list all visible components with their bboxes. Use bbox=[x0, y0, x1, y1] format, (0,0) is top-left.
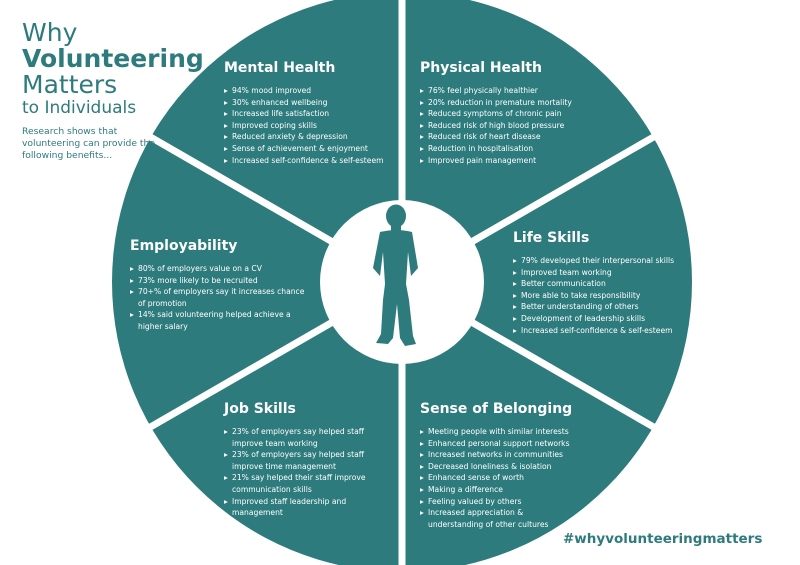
list-item: Development of leadership skills bbox=[513, 313, 674, 325]
segment-list: Meeting people with similar interests En… bbox=[420, 426, 572, 530]
list-item: Increased life satisfaction bbox=[224, 108, 384, 120]
title-to-individuals: to Individuals bbox=[22, 98, 137, 118]
list-item: 20% reduction in premature mortality bbox=[420, 97, 572, 109]
list-item: 80% of employers value on a CV bbox=[130, 263, 304, 275]
segment-list: 94% mood improved 30% enhanced wellbeing… bbox=[224, 85, 384, 166]
list-item: Making a difference bbox=[420, 484, 572, 496]
list-item: 70+% of employers say it increases chanc… bbox=[130, 286, 304, 309]
list-item: 30% enhanced wellbeing bbox=[224, 97, 384, 109]
segment-mental-health: Mental Health 94% mood improved 30% enha… bbox=[224, 60, 384, 166]
list-item: Reduced risk of high blood pressure bbox=[420, 120, 572, 132]
segment-sense-of-belonging: Sense of Belonging Meeting people with s… bbox=[420, 401, 572, 530]
segment-title: Mental Health bbox=[224, 60, 336, 76]
list-item: 94% mood improved bbox=[224, 85, 384, 97]
title-why: Why bbox=[22, 18, 78, 47]
hashtag: #whyvolunteeringmatters bbox=[563, 531, 763, 547]
list-item: Improved pain management bbox=[420, 155, 572, 167]
segment-list: 80% of employers value on a CV 73% more … bbox=[130, 263, 304, 333]
list-item: Reduced symptoms of chronic pain bbox=[420, 108, 572, 120]
segment-title: Sense of Belonging bbox=[420, 401, 573, 417]
list-item: Sense of achievement & enjoyment bbox=[224, 143, 384, 155]
list-item: Better understanding of others bbox=[513, 301, 674, 313]
list-item: 76% feel physically healthier bbox=[420, 85, 572, 97]
list-item: Reduced risk of heart disease bbox=[420, 131, 572, 143]
title-volunteering: Volunteering bbox=[22, 44, 204, 73]
list-item: 23% of employers say helped staff improv… bbox=[224, 449, 366, 472]
segment-job-skills: Job Skills 23% of employers say helped s… bbox=[224, 401, 366, 519]
list-item: Reduced anxiety & depression bbox=[224, 131, 384, 143]
list-item: Enhanced personal support networks bbox=[420, 438, 572, 450]
list-item: Increased appreciation & understanding o… bbox=[420, 507, 572, 530]
title-matters: Matters bbox=[22, 70, 118, 99]
list-item: Enhanced sense of worth bbox=[420, 472, 572, 484]
person-silhouette-icon bbox=[373, 204, 418, 346]
title-block: Why Volunteering Matters to Individuals bbox=[22, 18, 204, 119]
segment-list: 76% feel physically healthier 20% reduct… bbox=[420, 85, 572, 166]
intro-text: Research shows that volunteering can pro… bbox=[22, 126, 155, 161]
segment-list: 23% of employers say helped staff improv… bbox=[224, 426, 366, 519]
list-item: 79% developed their interpersonal skills bbox=[513, 255, 674, 267]
segment-life-skills: Life Skills 79% developed their interper… bbox=[513, 230, 674, 336]
segment-title: Physical Health bbox=[420, 60, 543, 76]
list-item: Increased networks in communities bbox=[420, 449, 572, 461]
list-item: Meeting people with similar interests bbox=[420, 426, 572, 438]
segment-title: Life Skills bbox=[513, 230, 590, 246]
list-item: Better communication bbox=[513, 278, 674, 290]
segment-physical-health: Physical Health 76% feel physically heal… bbox=[420, 60, 572, 166]
list-item: More able to take responsibility bbox=[513, 290, 674, 302]
list-item: 21% say helped their staff improve commu… bbox=[224, 472, 366, 495]
segment-employability: Employability 80% of employers value on … bbox=[130, 238, 304, 333]
list-item: Increased self-confidence & self-esteem bbox=[224, 155, 384, 167]
segment-title: Employability bbox=[130, 238, 238, 254]
list-item: Improved staff leadership and management bbox=[224, 496, 366, 519]
list-item: Improved team working bbox=[513, 267, 674, 279]
segment-list: 79% developed their interpersonal skills… bbox=[513, 255, 674, 336]
list-item: 14% said volunteering helped achieve a h… bbox=[130, 309, 304, 332]
list-item: Decreased loneliness & isolation bbox=[420, 461, 572, 473]
segment-dividers bbox=[138, 0, 666, 565]
list-item: Feeling valued by others bbox=[420, 496, 572, 508]
segment-title: Job Skills bbox=[224, 401, 296, 417]
list-item: Reduction in hospitalisation bbox=[420, 143, 572, 155]
list-item: Improved coping skills bbox=[224, 120, 384, 132]
list-item: 23% of employers say helped staff improv… bbox=[224, 426, 366, 449]
list-item: 73% more likely to be recruited bbox=[130, 275, 304, 287]
list-item: Increased self-confidence & self-esteem bbox=[513, 325, 674, 337]
